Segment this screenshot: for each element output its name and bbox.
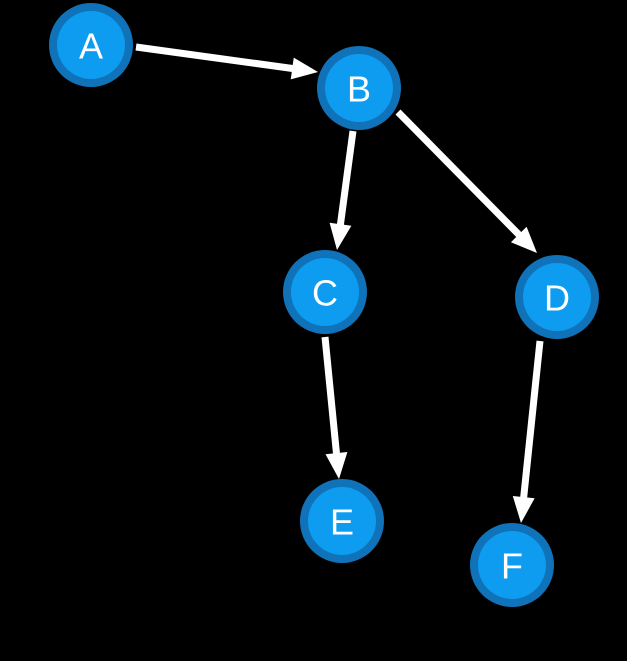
node-label: A (79, 26, 103, 67)
edge-shaft (519, 340, 544, 501)
node-body (57, 11, 125, 79)
graph-node-d[interactable]: D (515, 255, 599, 339)
edge-shaft (135, 43, 296, 73)
edge-c-to-e (321, 336, 348, 479)
node-label: C (312, 273, 338, 314)
arrowhead-icon (290, 57, 318, 80)
node-body (325, 54, 393, 122)
arrowhead-icon (329, 222, 352, 250)
node-label: D (544, 278, 570, 319)
node-body (308, 487, 376, 555)
arrowhead-icon (510, 226, 537, 253)
edges-layer (135, 43, 544, 523)
node-body (523, 263, 591, 331)
nodes-layer: A B C D E F (49, 3, 599, 607)
edge-shaft (336, 130, 357, 228)
graph-node-b[interactable]: B (317, 46, 401, 130)
node-body (478, 531, 546, 599)
node-body (291, 258, 359, 326)
graph-node-f[interactable]: F (470, 523, 554, 607)
edge-b-to-c (329, 130, 357, 250)
edge-b-to-d (395, 109, 537, 253)
edge-shaft (321, 336, 341, 457)
graph-node-c[interactable]: C (283, 250, 367, 334)
graph-node-a[interactable]: A (49, 3, 133, 87)
edge-shaft (395, 109, 524, 240)
node-label: F (501, 546, 523, 587)
edge-a-to-b (135, 43, 318, 80)
arrowhead-icon (325, 452, 348, 479)
arrowhead-icon (512, 495, 535, 523)
node-label: B (347, 69, 371, 110)
node-label: E (330, 502, 354, 543)
graph-node-e[interactable]: E (300, 479, 384, 563)
edge-d-to-f (512, 340, 544, 523)
